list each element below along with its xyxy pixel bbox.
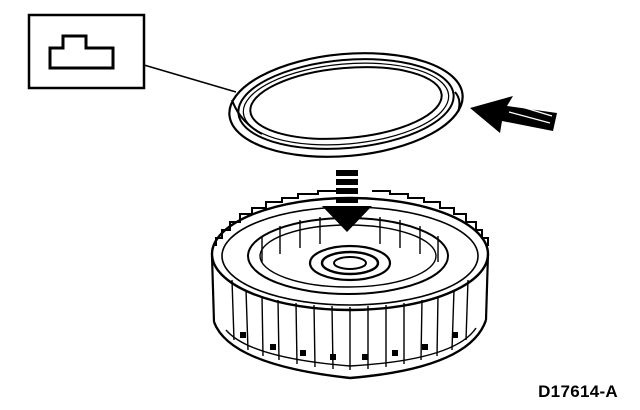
install-down-arrow: [322, 170, 372, 232]
insert-direction-arrow: [470, 96, 557, 133]
drum-hatching: [240, 332, 458, 360]
seal-profile-icon: [48, 34, 115, 70]
figure-reference-code: D17614-A: [538, 382, 618, 401]
callout-box: [27, 13, 146, 90]
drum-splines: [231, 217, 469, 370]
leader-line: [143, 64, 237, 93]
seal-ring: [228, 52, 464, 158]
